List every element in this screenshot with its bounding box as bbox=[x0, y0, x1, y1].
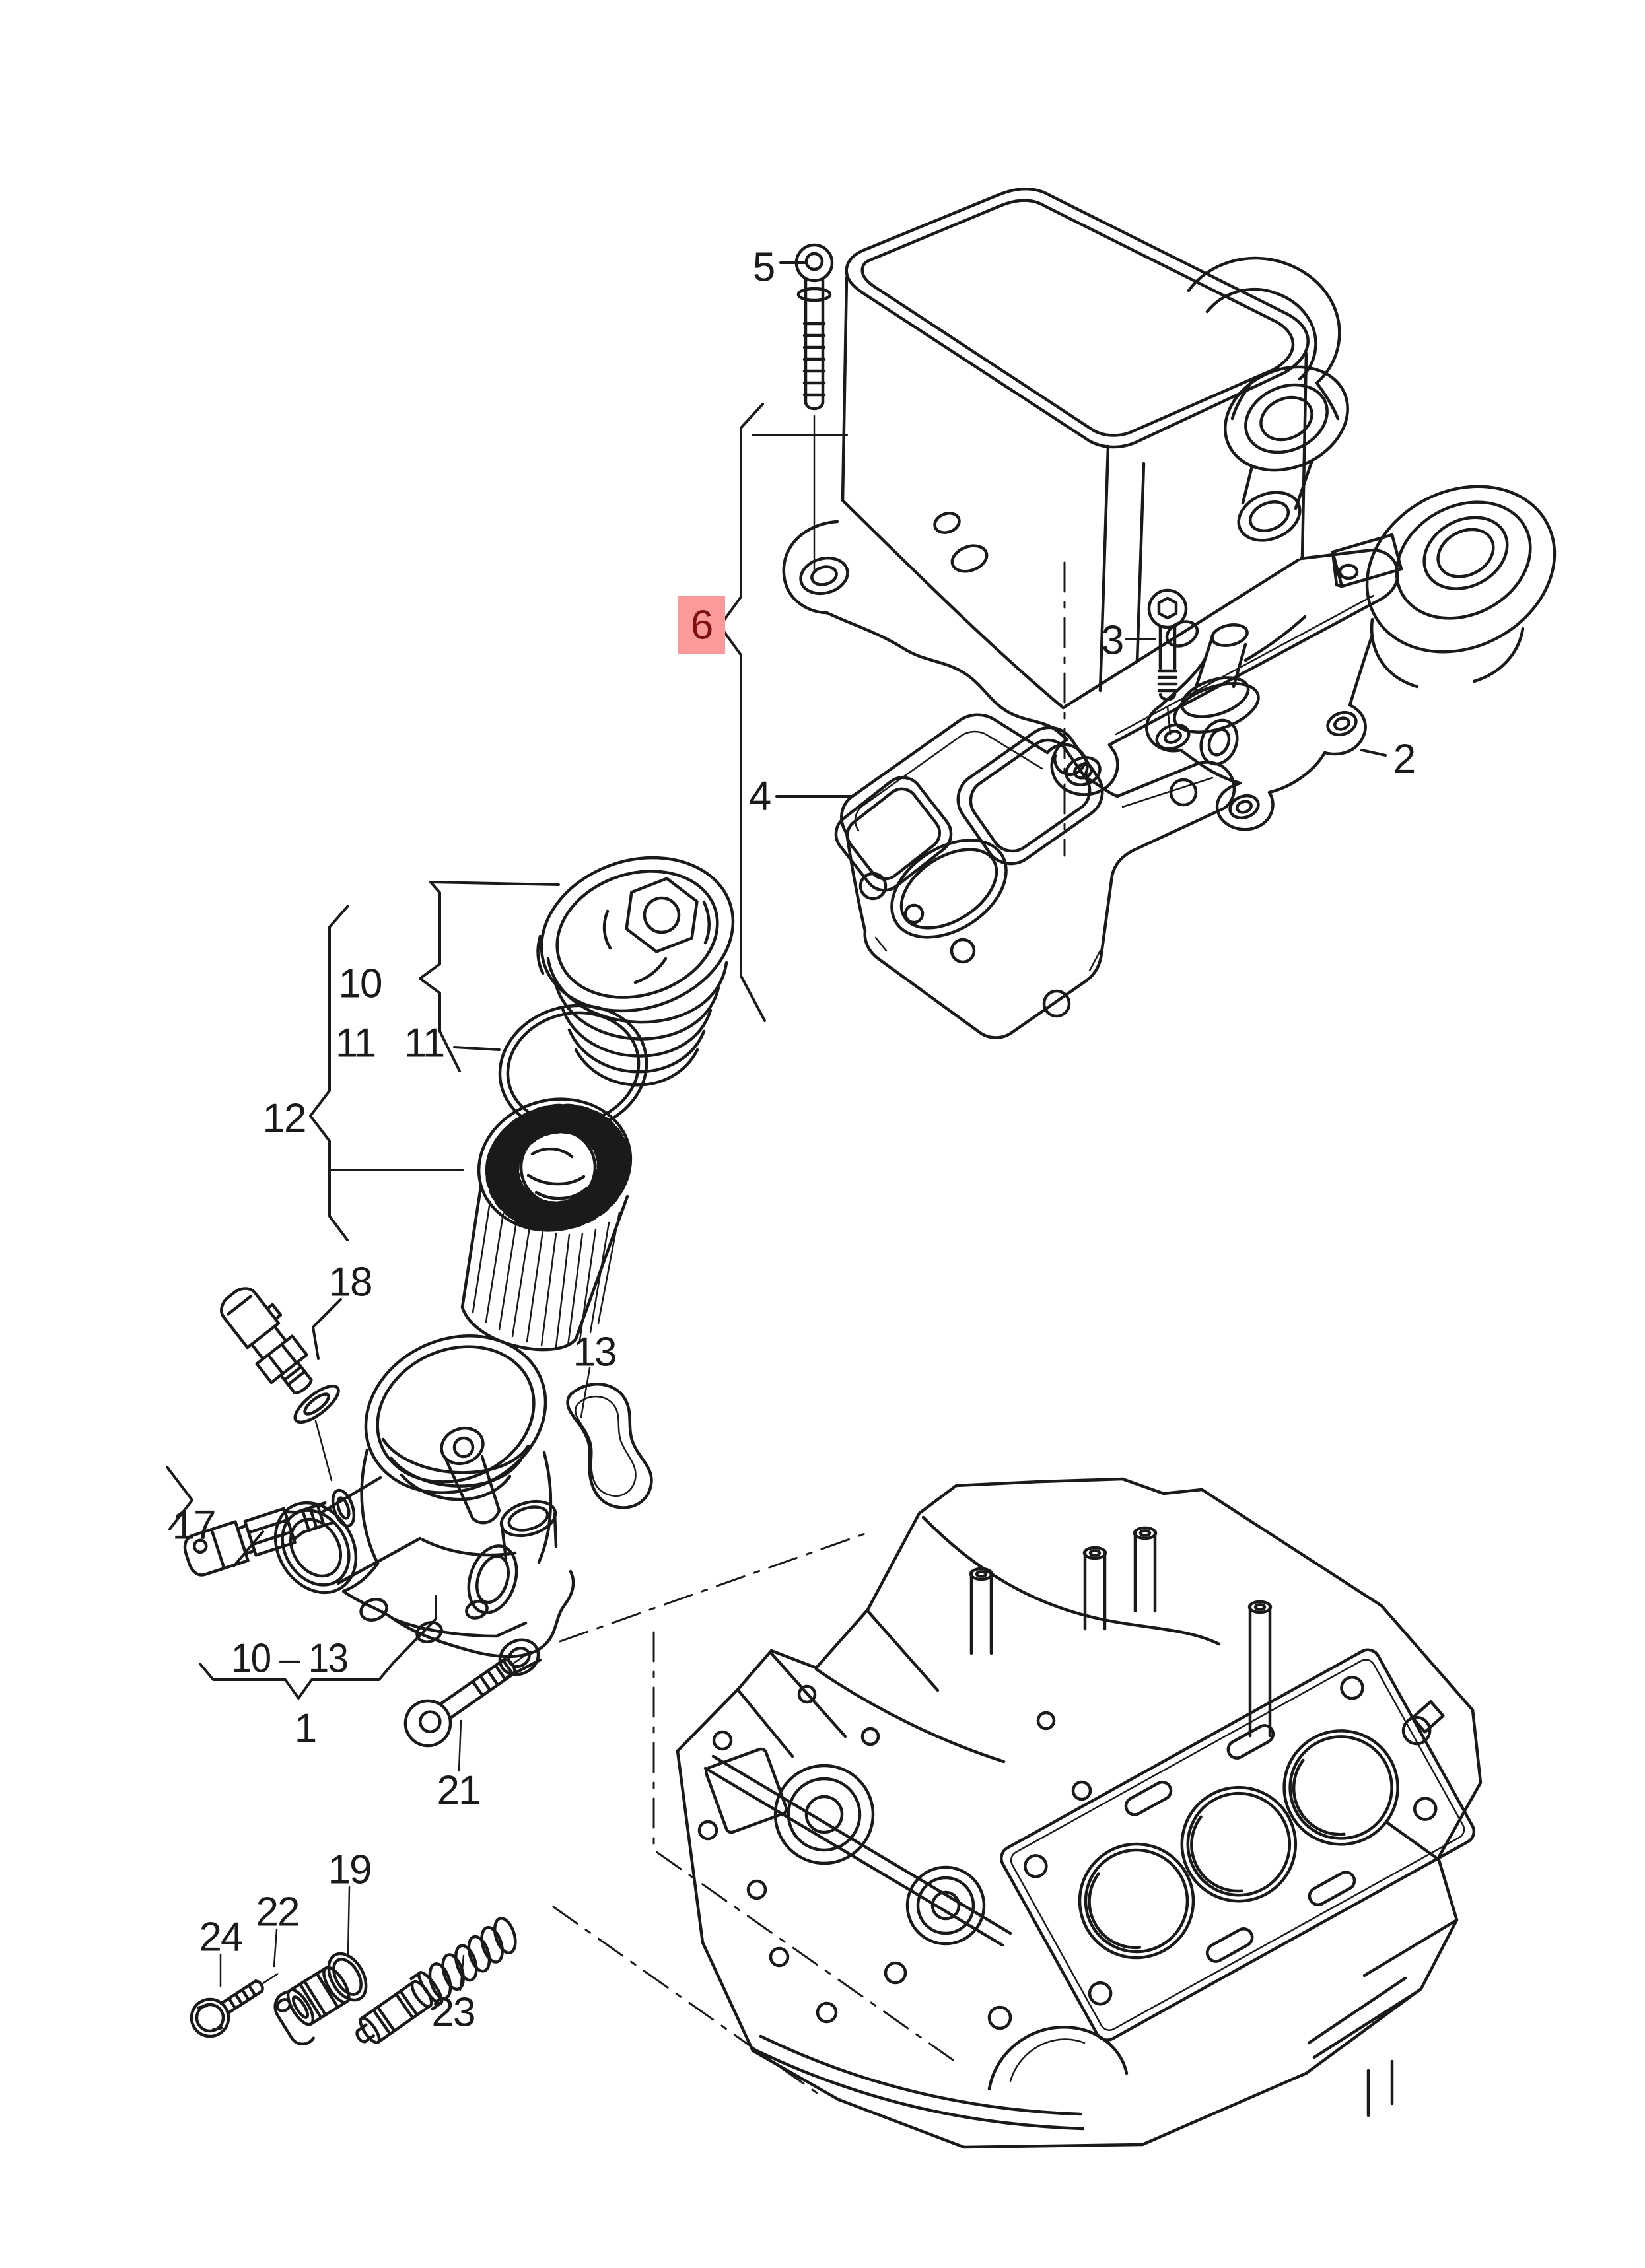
part-label-4[interactable]: 4 bbox=[749, 774, 772, 819]
callout-19[interactable]: 19 bbox=[328, 1847, 372, 1893]
part-label-11-left[interactable]: 11 bbox=[335, 1021, 376, 1066]
callout-13[interactable]: 13 bbox=[573, 1330, 617, 1375]
relief-valve-drawing bbox=[355, 1917, 517, 2044]
part-label-2[interactable]: 2 bbox=[1393, 737, 1416, 782]
part-label-18[interactable]: 18 bbox=[329, 1260, 373, 1305]
callout-21[interactable]: 21 bbox=[437, 1768, 481, 1814]
callout-range-10-13[interactable]: 10 – 13 bbox=[231, 1636, 349, 1682]
filter-housing-drawing bbox=[273, 1334, 575, 1679]
part-label-24[interactable]: 24 bbox=[199, 1915, 244, 1960]
temperature-sensor-drawing bbox=[220, 1287, 340, 1424]
callout-22[interactable]: 22 bbox=[256, 1890, 300, 1935]
valve-retainer-drawing bbox=[273, 1966, 351, 2046]
filter-element-drawing bbox=[460, 1097, 633, 1352]
gasket-13-drawing bbox=[566, 1383, 653, 1509]
callout-11-right[interactable]: 11 bbox=[404, 1021, 445, 1066]
callout-12[interactable]: 12 bbox=[263, 1096, 307, 1142]
part-label-11-right[interactable]: 11 bbox=[404, 1021, 445, 1066]
assembly-centerlines bbox=[552, 561, 1066, 2096]
part-label-19[interactable]: 19 bbox=[328, 1847, 372, 1893]
callout-18[interactable]: 18 bbox=[329, 1260, 373, 1305]
oil-cooler-drawing bbox=[782, 188, 1399, 796]
bolt-5-drawing bbox=[794, 243, 834, 411]
callout-24[interactable]: 24 bbox=[199, 1915, 244, 1960]
diagram-line-art bbox=[166, 188, 1557, 2149]
part-label-6[interactable]: 6 bbox=[691, 603, 713, 648]
callout-3[interactable]: 3 bbox=[1102, 618, 1124, 664]
callout-4[interactable]: 4 bbox=[749, 774, 772, 819]
callout-6-highlighted[interactable]: 6 bbox=[678, 596, 725, 654]
o-ring-19-drawing bbox=[327, 1952, 368, 2002]
part-label-21[interactable]: 21 bbox=[437, 1768, 481, 1814]
engine-block-drawing bbox=[676, 1477, 1483, 2149]
callout-17[interactable]: 17 bbox=[172, 1503, 217, 1548]
part-label-17[interactable]: 17 bbox=[172, 1503, 217, 1548]
part-label-23[interactable]: 23 bbox=[432, 1990, 476, 2036]
callout-labels: 5 6 3 2 4 10 11 11 12 18 13 bbox=[172, 245, 1417, 2036]
bolt-21-drawing bbox=[403, 1650, 532, 1748]
bolt-24-drawing bbox=[190, 1973, 279, 2038]
callout-2[interactable]: 2 bbox=[1393, 737, 1416, 782]
bracket-housing-2-drawing bbox=[1145, 485, 1557, 831]
callout-23[interactable]: 23 bbox=[432, 1990, 476, 2036]
highlight-box[interactable] bbox=[678, 596, 725, 654]
callout-5[interactable]: 5 bbox=[753, 245, 775, 291]
part-label-12[interactable]: 12 bbox=[263, 1096, 307, 1142]
gasket-4-drawing bbox=[834, 713, 1236, 1039]
part-label-3[interactable]: 3 bbox=[1102, 618, 1124, 664]
pressure-sensor-drawing bbox=[183, 1488, 356, 1577]
callout-10[interactable]: 10 bbox=[339, 961, 383, 1007]
callout-1[interactable]: 1 bbox=[295, 1706, 317, 1752]
callout-leader-lines bbox=[166, 261, 1387, 1991]
part-label-range-10-13[interactable]: 10 – 13 bbox=[231, 1636, 349, 1682]
part-label-10[interactable]: 10 bbox=[339, 961, 383, 1007]
bolt-3-drawing bbox=[1147, 588, 1188, 701]
part-label-1[interactable]: 1 bbox=[295, 1706, 317, 1752]
part-label-13[interactable]: 13 bbox=[573, 1330, 617, 1375]
part-label-5[interactable]: 5 bbox=[753, 245, 775, 291]
callout-11-left[interactable]: 11 bbox=[335, 1021, 376, 1066]
part-label-22[interactable]: 22 bbox=[256, 1890, 300, 1935]
